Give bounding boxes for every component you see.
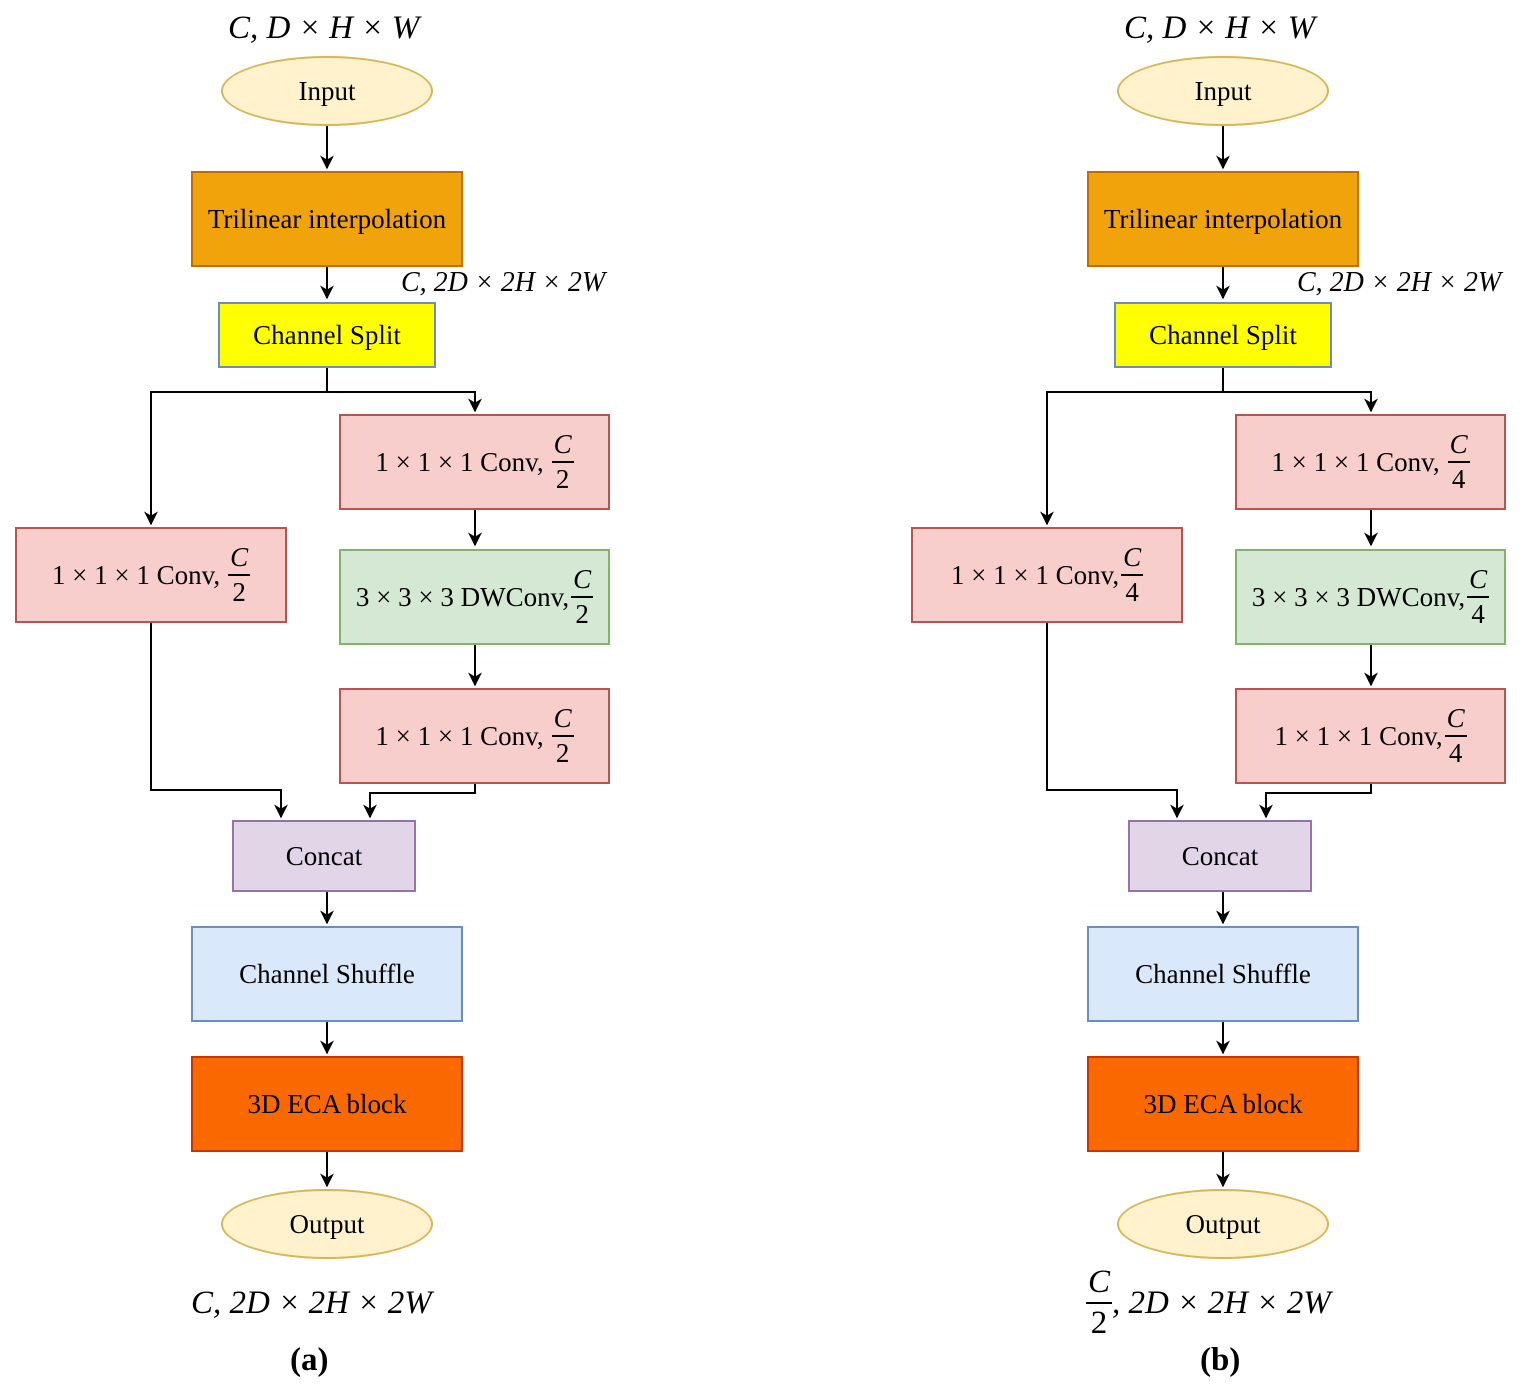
input-label-b: Input (1194, 75, 1252, 106)
caption-a: (a) (290, 1342, 329, 1378)
frac-num: C (1467, 566, 1490, 598)
frac-den: 4 (1471, 599, 1485, 629)
frac-num: C (1447, 431, 1470, 463)
channel-shuffle-node-b: Channel Shuffle (1087, 926, 1359, 1022)
arrow-right-concat-b (1259, 783, 1372, 819)
frac-den: 4 (1451, 464, 1466, 494)
frac-num: C (551, 705, 574, 737)
output-frac-num-b: C (1086, 1266, 1113, 1304)
frac-den: 4 (1448, 738, 1463, 768)
conv-left-label-b: 1 × 1 × 1 Conv, (950, 559, 1120, 590)
frac-den: 4 (1125, 577, 1139, 607)
output-node-b: Output (1117, 1189, 1329, 1259)
channel-split-label-a: Channel Split (253, 319, 401, 350)
arrow-left-concat-a (150, 623, 288, 819)
trilinear-interp-label-b: Trilinear interpolation (1103, 203, 1343, 234)
output-dims-a: C, 2D × 2H × 2W (191, 1285, 432, 1321)
arrow-split-left-a (144, 368, 328, 526)
eca-block-label-b: 3D ECA block (1143, 1088, 1303, 1119)
frac-den: 2 (555, 464, 570, 494)
trilinear-interp-label-a: Trilinear interpolation (207, 203, 447, 234)
concat-node-a: Concat (232, 820, 416, 892)
arrow-left-concat-b (1046, 623, 1184, 819)
conv-right-top-label-b: 1 × 1 × 1 Conv, (1271, 446, 1440, 477)
dwconv-label-a: 3 × 3 × 3 DWConv, (355, 581, 570, 612)
output-frac-den-b: 2 (1090, 1305, 1108, 1341)
interp-dims-b: C, 2D × 2H × 2W (1297, 267, 1502, 298)
channel-shuffle-label-b: Channel Shuffle (1135, 958, 1311, 989)
trilinear-interp-node-b: Trilinear interpolation (1087, 171, 1359, 267)
frac-den: 2 (232, 577, 246, 607)
arrow-split-right-b (1223, 391, 1378, 413)
channel-shuffle-node-a: Channel Shuffle (191, 926, 463, 1022)
conv-right-bottom-label-a: 1 × 1 × 1 Conv, (375, 720, 544, 751)
eca-block-node-a: 3D ECA block (191, 1056, 463, 1152)
arrow-split-right-a (327, 391, 482, 413)
input-node-b: Input (1117, 56, 1329, 126)
output-dims-text-b: , 2D × 2H × 2W (1112, 1284, 1331, 1321)
conv-left-label-a: 1 × 1 × 1 Conv, (51, 559, 221, 590)
input-label-a: Input (298, 75, 356, 106)
caption-b: (b) (1200, 1342, 1241, 1378)
input-dims-b: C, D × H × W (1124, 10, 1316, 46)
interp-dims-a: C, 2D × 2H × 2W (401, 267, 606, 298)
eca-block-node-b: 3D ECA block (1087, 1056, 1359, 1152)
channel-split-node-b: Channel Split (1114, 302, 1332, 368)
panel-b-arrows (1040, 125, 1378, 1188)
frac-num: C (551, 431, 574, 463)
channel-shuffle-label-a: Channel Shuffle (239, 958, 415, 989)
panel-a-arrows (144, 125, 482, 1188)
conv-right-bottom-label-b: 1 × 1 × 1 Conv, (1274, 720, 1443, 751)
dwconv-label-b: 3 × 3 × 3 DWConv, (1251, 581, 1466, 612)
trilinear-interp-node-a: Trilinear interpolation (191, 171, 463, 267)
frac-num: C (571, 566, 594, 598)
channel-split-label-b: Channel Split (1149, 319, 1297, 350)
frac-den: 2 (575, 599, 589, 629)
output-node-a: Output (221, 1189, 433, 1259)
channel-split-node-a: Channel Split (218, 302, 436, 368)
arrow-right-concat-a (363, 783, 476, 819)
output-label-a: Output (289, 1208, 365, 1239)
frac-num: C (1121, 544, 1144, 576)
input-node-a: Input (221, 56, 433, 126)
arrow-split-left-b (1040, 368, 1224, 526)
concat-node-b: Concat (1128, 820, 1312, 892)
frac-num: C (1444, 705, 1467, 737)
input-dims-a: C, D × H × W (228, 10, 420, 46)
eca-block-label-a: 3D ECA block (247, 1088, 407, 1119)
concat-label-b: Concat (1181, 840, 1259, 871)
frac-num: C (228, 544, 251, 576)
conv-right-top-label-a: 1 × 1 × 1 Conv, (375, 446, 544, 477)
concat-label-a: Concat (285, 840, 363, 871)
output-label-b: Output (1185, 1208, 1261, 1239)
frac-den: 2 (555, 738, 570, 768)
